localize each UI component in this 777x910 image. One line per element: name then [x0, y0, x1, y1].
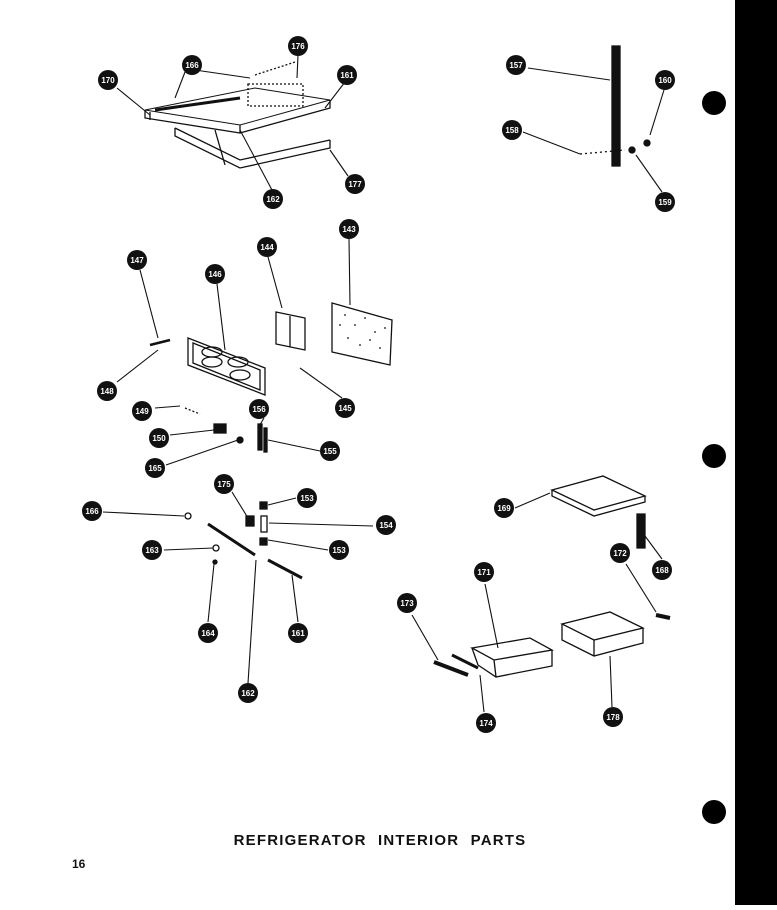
callout-154: 154	[376, 515, 396, 535]
svg-text:161: 161	[340, 71, 354, 80]
svg-text:153: 153	[332, 546, 346, 555]
svg-text:148: 148	[100, 387, 114, 396]
svg-text:146: 146	[208, 270, 222, 279]
callout-175: 175	[214, 474, 234, 494]
svg-text:170: 170	[101, 76, 115, 85]
svg-text:160: 160	[658, 76, 672, 85]
svg-text:166: 166	[185, 61, 199, 70]
hinge-pin-assembly	[184, 501, 303, 580]
svg-text:164: 164	[201, 629, 215, 638]
svg-text:166: 166	[85, 507, 99, 516]
punch-hole-middle	[702, 444, 726, 468]
svg-text:168: 168	[655, 566, 669, 575]
callout-163: 163	[142, 540, 162, 560]
svg-text:177: 177	[348, 180, 362, 189]
leader-lines	[102, 54, 665, 713]
svg-text:176: 176	[291, 42, 305, 51]
callout-176: 176	[288, 36, 308, 56]
callout-170: 170	[98, 70, 118, 90]
binder-holes	[702, 91, 726, 824]
callout-153-upper: 153	[297, 488, 317, 508]
callout-160: 160	[655, 70, 675, 90]
svg-text:159: 159	[658, 198, 672, 207]
svg-text:149: 149	[135, 407, 149, 416]
callout-146: 146	[205, 264, 225, 284]
callout-147: 147	[127, 250, 147, 270]
callout-161-lower: 161	[288, 623, 308, 643]
callout-169: 169	[494, 498, 514, 518]
page-binding-edge	[735, 0, 777, 905]
callout-171: 171	[474, 562, 494, 582]
svg-text:147: 147	[130, 256, 144, 265]
callout-150: 150	[149, 428, 169, 448]
svg-text:173: 173	[400, 599, 414, 608]
callout-149: 149	[132, 401, 152, 421]
callout-144: 144	[257, 237, 277, 257]
svg-text:143: 143	[342, 225, 356, 234]
callout-178: 178	[603, 707, 623, 727]
panel-texture	[339, 314, 386, 349]
svg-text:175: 175	[217, 480, 231, 489]
svg-text:150: 150	[152, 434, 166, 443]
callout-174: 174	[476, 713, 496, 733]
svg-text:165: 165	[148, 464, 162, 473]
callout-165: 165	[145, 458, 165, 478]
callout-166: 166	[182, 55, 202, 75]
svg-text:157: 157	[509, 61, 523, 70]
svg-text:144: 144	[260, 243, 274, 252]
callout-157: 157	[506, 55, 526, 75]
callout-156: 156	[249, 399, 269, 419]
callout-166-lower: 166	[82, 501, 102, 521]
svg-text:163: 163	[145, 546, 159, 555]
svg-text:172: 172	[613, 549, 627, 558]
svg-text:169: 169	[497, 504, 511, 513]
svg-text:162: 162	[241, 689, 255, 698]
control-housing-assembly	[149, 302, 393, 396]
page-title: REFRIGERATOR INTERIOR PARTS	[233, 832, 527, 849]
callout-bubbles: 170 166 176 161 162 177 157 160 158 159 …	[82, 36, 675, 733]
callout-177: 177	[345, 174, 365, 194]
punch-hole-bottom	[702, 800, 726, 824]
shelf-rail-assembly	[579, 45, 651, 167]
callout-173: 173	[397, 593, 417, 613]
callout-164: 164	[198, 623, 218, 643]
svg-text:145: 145	[338, 404, 352, 413]
page-number: 16	[72, 857, 86, 871]
svg-text:156: 156	[252, 405, 266, 414]
callout-168: 168	[652, 560, 672, 580]
callout-155: 155	[320, 441, 340, 461]
callout-162: 162	[263, 189, 283, 209]
callout-161: 161	[337, 65, 357, 85]
svg-text:155: 155	[323, 447, 337, 456]
callout-159: 159	[655, 192, 675, 212]
svg-text:171: 171	[477, 568, 491, 577]
shelf-frame-assembly	[144, 61, 331, 169]
callout-145: 145	[335, 398, 355, 418]
svg-text:178: 178	[606, 713, 620, 722]
callout-158: 158	[502, 120, 522, 140]
punch-hole-top	[702, 91, 726, 115]
crisper-assembly	[433, 475, 671, 678]
callout-148: 148	[97, 381, 117, 401]
svg-text:154: 154	[379, 521, 393, 530]
callout-162-lower: 162	[238, 683, 258, 703]
svg-text:153: 153	[300, 494, 314, 503]
svg-text:158: 158	[505, 126, 519, 135]
svg-text:174: 174	[479, 719, 493, 728]
callout-172: 172	[610, 543, 630, 563]
callout-153-lower: 153	[329, 540, 349, 560]
callout-143: 143	[339, 219, 359, 239]
svg-text:162: 162	[266, 195, 280, 204]
svg-text:161: 161	[291, 629, 305, 638]
